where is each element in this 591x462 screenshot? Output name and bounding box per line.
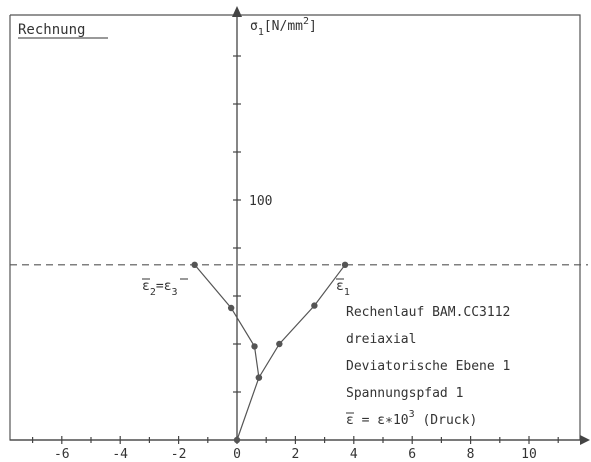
series-group bbox=[191, 261, 349, 444]
data-point bbox=[255, 374, 263, 381]
y-ticks: 100 bbox=[233, 55, 272, 393]
series-line-0 bbox=[194, 264, 260, 378]
y-axis-arrow bbox=[232, 6, 242, 17]
series-line-1 bbox=[236, 264, 346, 441]
chart-frame-top bbox=[10, 14, 581, 440]
annotation-plane: Deviatorische Ebene 1 bbox=[346, 359, 510, 374]
y-axis-label: σ1[N/mm2] bbox=[250, 16, 317, 38]
annotation-triaxial: dreiaxial bbox=[346, 332, 416, 347]
data-point bbox=[227, 304, 235, 312]
x-axis-arrow bbox=[580, 435, 590, 445]
data-point bbox=[191, 261, 198, 268]
x-tick-label: 6 bbox=[408, 447, 416, 462]
x-tick-label: 8 bbox=[467, 447, 475, 462]
y-tick-label: 100 bbox=[249, 194, 272, 209]
annotation-formula: ε = ε∗103 (Druck) bbox=[346, 409, 477, 428]
annotation-path: Spannungspfad 1 bbox=[346, 386, 463, 401]
series-label-eps1: ε1 bbox=[336, 279, 350, 298]
series-label-eps23: ε2=ε3 bbox=[142, 279, 178, 298]
chart-title: Rechnung bbox=[18, 22, 85, 38]
x-tick-label: 4 bbox=[350, 447, 358, 462]
x-tick-label: 0 bbox=[233, 447, 241, 462]
data-point bbox=[341, 261, 349, 268]
x-ticks: -6 -4 -2 0 2 4 6 8 10 bbox=[31, 436, 559, 462]
x-tick-label: -6 bbox=[54, 447, 70, 462]
data-point bbox=[233, 436, 241, 444]
x-tick-label: -4 bbox=[112, 447, 128, 462]
annotation-run: Rechenlauf BAM.CC3112 bbox=[346, 305, 510, 320]
data-point bbox=[311, 302, 318, 309]
chart-frame bbox=[9, 15, 580, 441]
data-point bbox=[251, 343, 258, 350]
x-tick-label: 10 bbox=[521, 447, 537, 462]
x-tick-label: -2 bbox=[171, 447, 187, 462]
x-tick-label: 2 bbox=[291, 447, 299, 462]
data-point bbox=[276, 340, 283, 348]
